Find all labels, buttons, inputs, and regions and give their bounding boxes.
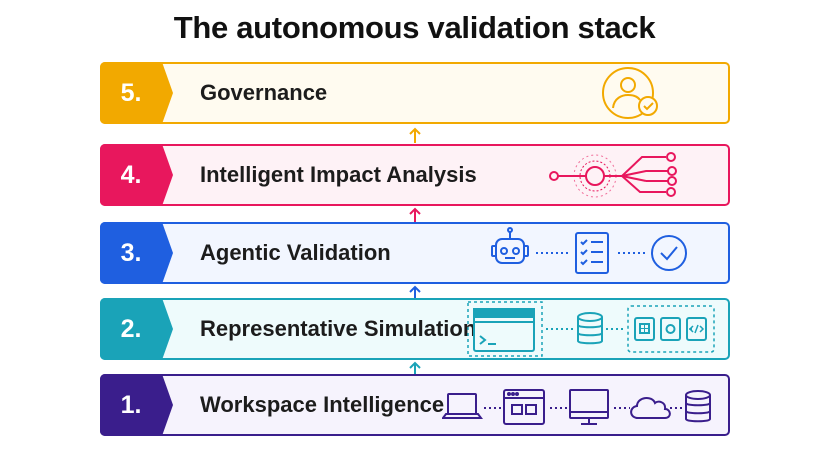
terminal-window-icon <box>473 308 535 352</box>
layer-label: Intelligent Impact Analysis <box>200 162 477 187</box>
cloud-icon <box>630 397 671 419</box>
layer-number: 4. <box>100 144 173 206</box>
up-arrow-icon <box>409 127 421 143</box>
layer-number: 2. <box>100 298 173 360</box>
layer-icons <box>442 300 730 358</box>
browser-window-icon <box>503 389 545 425</box>
robot-icon <box>491 227 529 264</box>
laptop-icon <box>441 393 483 419</box>
layer-number: 5. <box>100 62 173 124</box>
layer-agentic-validation: 3. Agentic Validation <box>100 222 730 284</box>
layer-2-icon-row <box>467 301 715 357</box>
layer-icons <box>442 64 730 122</box>
database-icon <box>685 390 711 423</box>
app-modules-icon <box>627 305 715 353</box>
layer-representative-simulation: 2. Representative Simulation <box>100 298 730 360</box>
layer-number: 3. <box>100 222 173 284</box>
check-circle-icon <box>651 235 687 271</box>
monitor-icon <box>569 389 609 425</box>
layer-label: Workspace Intelligence <box>200 392 445 417</box>
layer-label: Representative Simulation <box>200 316 477 341</box>
layer-number: 1. <box>100 374 173 436</box>
up-arrow-icon <box>409 207 421 223</box>
layer-impact-analysis: 4. Intelligent Impact Analysis <box>100 144 730 206</box>
layer-icons <box>442 146 730 204</box>
layer-label: Agentic Validation <box>200 240 391 265</box>
layer-governance: 5. Governance <box>100 62 730 124</box>
layer-1-icon-row <box>441 389 711 425</box>
page-title: The autonomous validation stack <box>173 10 656 45</box>
layer-icons <box>441 376 730 434</box>
user-check-icon <box>602 67 658 119</box>
layer-3-icon-row <box>491 227 687 274</box>
database-icon <box>577 312 603 345</box>
layer-workspace-intelligence: 1. Workspace Intelligence <box>100 374 730 436</box>
layer-label: Governance <box>200 80 328 105</box>
layer-icons <box>442 224 730 282</box>
checklist-icon <box>575 232 609 274</box>
impact-network-icon <box>549 152 677 198</box>
